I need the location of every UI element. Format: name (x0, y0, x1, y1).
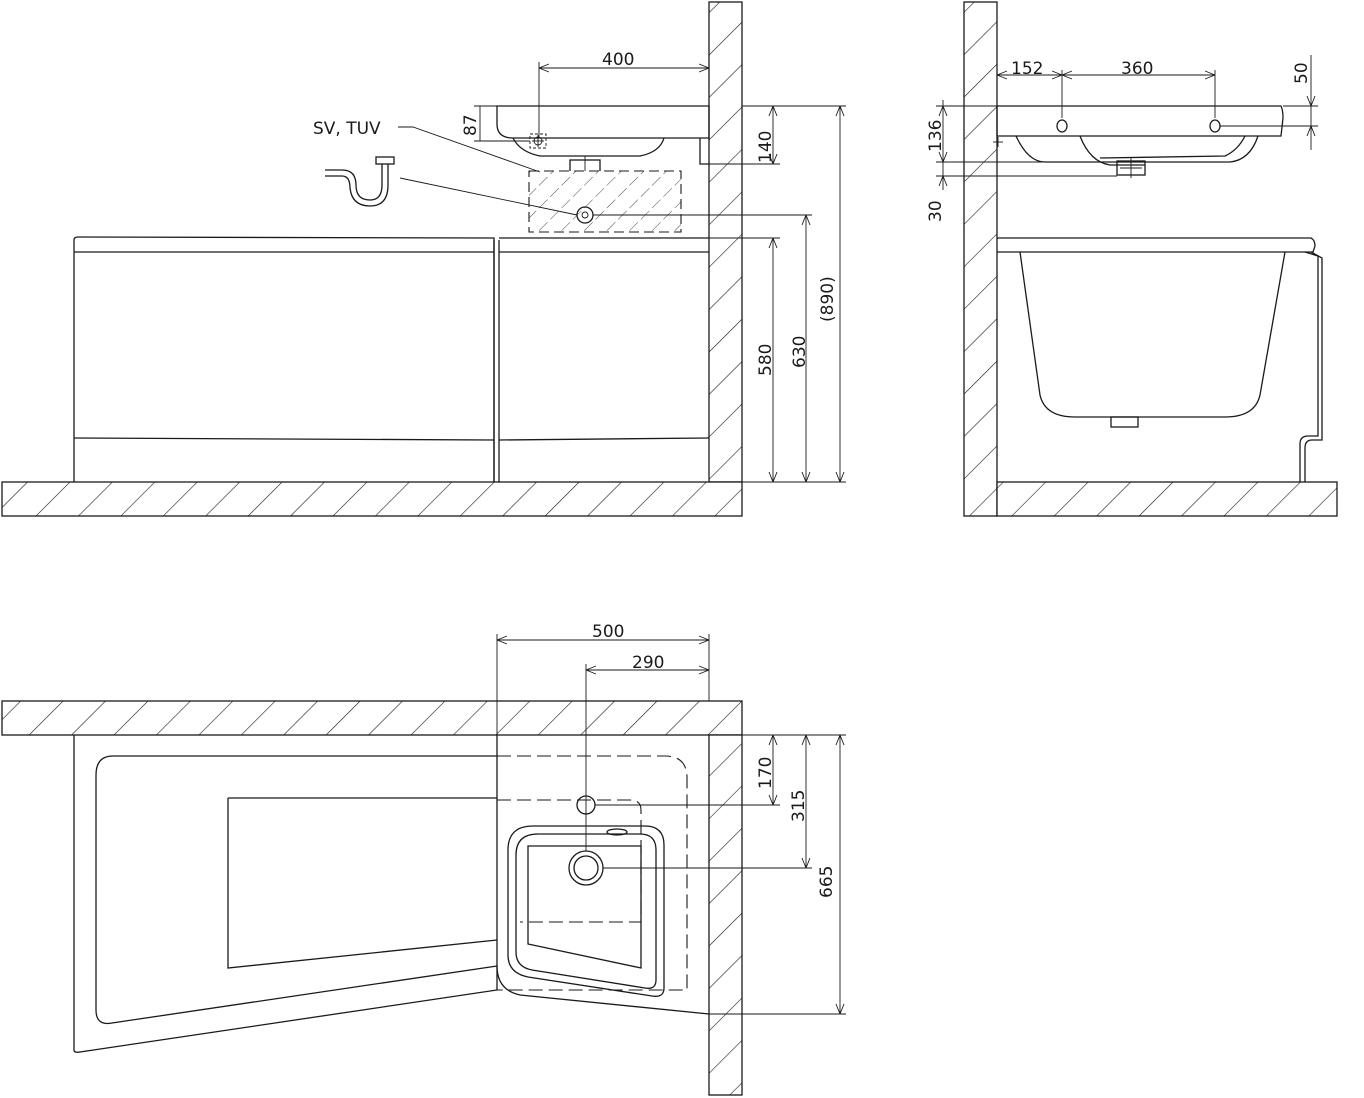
front-view: SV, TUV 400 87 140 580 630 (1, 1, 846, 517)
front-floor (1, 481, 743, 517)
dim-170: 170 (756, 757, 776, 789)
bathtub-side (997, 237, 1323, 482)
dim-400: 400 (602, 50, 634, 70)
bathtub-front (73, 236, 710, 482)
bathtub-top (73, 735, 710, 1053)
connections-label: SV, TUV (313, 119, 381, 139)
dim-360: 360 (1121, 59, 1153, 79)
dim-136: 136 (926, 120, 946, 152)
dim-580: 580 (756, 344, 776, 376)
washbasin-front (496, 105, 710, 176)
siphon-icon (325, 156, 395, 207)
side-view: 152 360 50 136 30 (926, 1, 1338, 517)
side-wall (963, 1, 998, 517)
dim-290: 290 (632, 653, 664, 673)
dim-315: 315 (789, 790, 809, 822)
washbasin-outline-top (497, 755, 688, 991)
side-floor (996, 481, 1338, 517)
dim-500: 500 (592, 622, 624, 642)
dim-87: 87 (461, 114, 481, 136)
washbasin-side (993, 105, 1284, 178)
drain-zone (528, 170, 682, 233)
dim-50: 50 (1292, 62, 1312, 84)
top-wall-back (1, 700, 743, 736)
dim-665: 665 (817, 866, 837, 898)
top-view: 500 290 170 315 665 (1, 622, 846, 1096)
dim-152: 152 (1011, 59, 1043, 79)
dim-630: 630 (790, 336, 810, 368)
front-wall (708, 1, 743, 483)
top-wall-side (708, 734, 743, 1096)
dim-890: (890) (818, 276, 838, 322)
dim-140: 140 (756, 131, 776, 163)
dim-30: 30 (926, 200, 946, 222)
